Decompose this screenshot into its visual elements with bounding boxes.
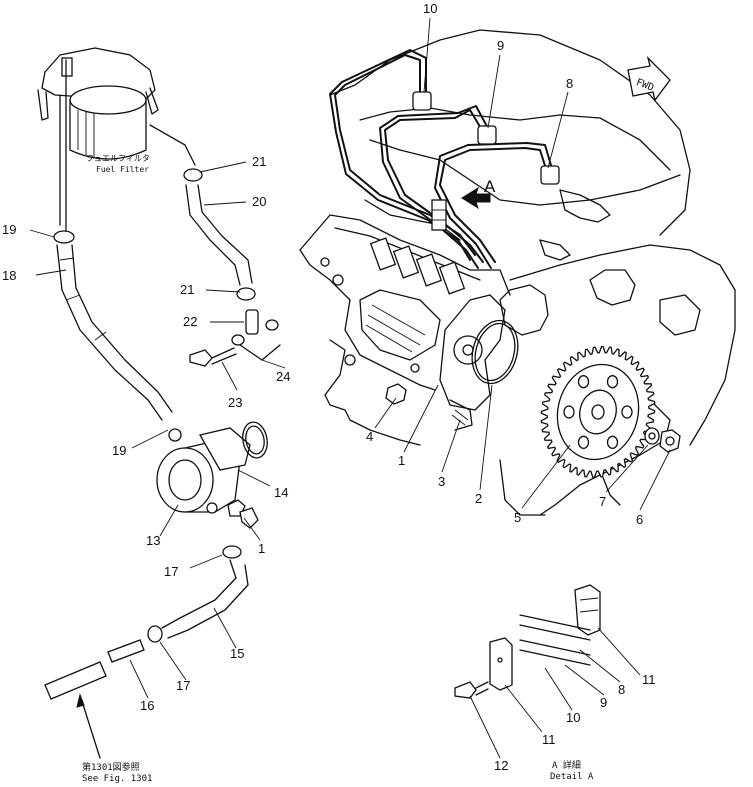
view-a-arrow	[461, 186, 491, 210]
callout-5: 5	[514, 510, 521, 525]
callout-15: 15	[230, 646, 244, 661]
drive-gear	[540, 345, 656, 479]
fuel-filter	[37, 47, 196, 233]
pipe-16	[44, 639, 145, 700]
fwd-arrow	[627, 55, 671, 102]
callout-1: 1	[258, 541, 265, 556]
callout-8: 8	[566, 76, 573, 91]
callout-22: 22	[183, 314, 197, 329]
callout-10: 10	[566, 710, 580, 725]
reference-label-jp: 第1301図参照	[82, 761, 140, 773]
callout-23: 23	[228, 395, 242, 410]
reference-arrowhead	[76, 693, 85, 708]
detail-label-jp: A 詳細	[552, 759, 581, 771]
callout-12: 12	[494, 758, 508, 773]
hose-20	[183, 168, 256, 301]
callout-21: 21	[180, 282, 194, 297]
callout-4: 4	[366, 429, 373, 444]
nut-4	[385, 383, 407, 405]
washer-and-nut	[644, 427, 681, 453]
view-a-label: A	[484, 177, 496, 196]
pump-flange	[439, 294, 519, 431]
callout-11: 11	[642, 672, 656, 687]
detail-a	[454, 584, 601, 699]
callout-24: 24	[276, 369, 290, 384]
callout-18: 18	[2, 268, 16, 283]
callout-16: 16	[140, 698, 154, 713]
callout-19: 19	[2, 222, 16, 237]
injection-pipes	[329, 49, 560, 269]
gear-hub	[579, 389, 617, 435]
gear-bore	[591, 404, 605, 420]
gear-hole	[563, 405, 575, 419]
callout-13: 13	[146, 533, 160, 548]
banjo-fitting	[189, 309, 281, 367]
reference-label-en: See Fig. 1301	[82, 774, 152, 784]
gear-web	[556, 363, 640, 461]
callout-8: 8	[618, 682, 625, 697]
injection-pump	[299, 214, 511, 391]
callout-numbers: 10 9 8 21 20 21 22 23 24 19 18 19 14 13 …	[2, 1, 656, 773]
detail-label-en: Detail A	[550, 772, 594, 782]
callout-1: 1	[398, 453, 405, 468]
callout-14: 14	[274, 485, 288, 500]
callout-6: 6	[636, 512, 643, 527]
leader-lines	[29, 17, 671, 759]
engine-block	[324, 29, 736, 516]
callout-17: 17	[164, 564, 178, 579]
fuel-filter-label-jp: フュエルフィルタ	[86, 154, 150, 163]
callout-10: 10	[423, 1, 437, 16]
callout-9: 9	[497, 38, 504, 53]
fuel-filter-label-en: Fuel Filter	[96, 165, 149, 174]
callout-3: 3	[438, 474, 445, 489]
callout-19: 19	[112, 443, 126, 458]
gear-hole	[606, 435, 619, 449]
callout-7: 7	[599, 494, 606, 509]
callout-2: 2	[475, 491, 482, 506]
hose-18	[53, 230, 173, 421]
gear-hole	[621, 405, 633, 419]
callout-9: 9	[600, 695, 607, 710]
gear-hole	[577, 435, 590, 449]
callout-21: 21	[252, 154, 266, 169]
callout-11: 11	[542, 732, 556, 747]
gear-hole	[577, 375, 590, 389]
callout-17: 17	[176, 678, 190, 693]
gear-hole	[606, 375, 619, 389]
hose-15	[147, 545, 249, 643]
feed-pump	[156, 421, 268, 529]
callout-20: 20	[252, 194, 266, 209]
